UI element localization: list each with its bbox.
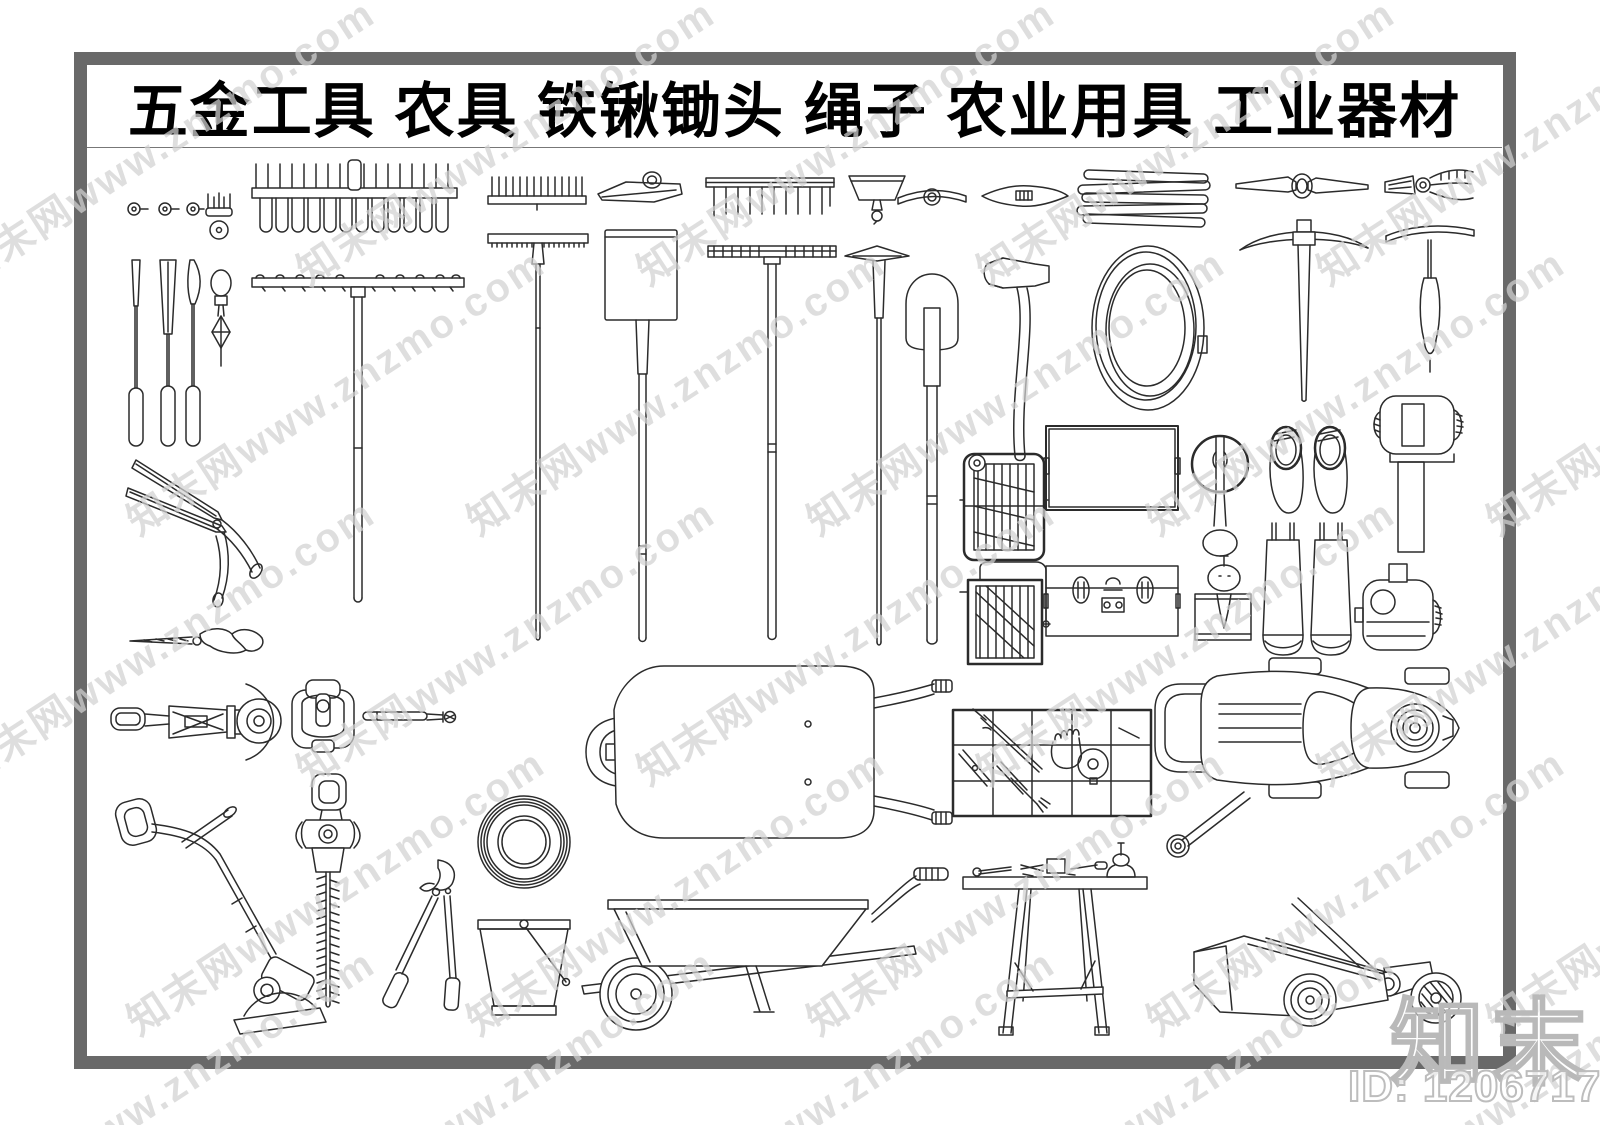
- sheet-frame: [74, 52, 1516, 1069]
- rod-bundle-icon: [1076, 169, 1211, 228]
- title-divider: [87, 147, 1502, 148]
- hose-reel-a-icon: [959, 452, 1049, 562]
- dustpan-hoe-head-icon: [848, 175, 906, 225]
- flat-spade-icon: [604, 229, 678, 643]
- title-band: 五金工具 农具 铁锹锄头 绳子 农业用具 工业器材: [87, 65, 1502, 147]
- riding-mower-top-icon: [1154, 657, 1460, 799]
- hedge-shears-icon: [125, 459, 263, 608]
- storage-box-top-icon: [1043, 425, 1181, 511]
- fastener-screws-icon: [127, 202, 205, 216]
- rope-coil-icon: [1091, 245, 1208, 411]
- chisel-set-icon: [128, 259, 201, 447]
- page-title: 五金工具 农具 铁锹锄头 绳子 农业用具 工业器材: [127, 77, 1462, 145]
- pick-hoe-icon: [844, 245, 910, 646]
- pegboard-tools-icon: [951, 708, 1153, 818]
- bucket-icon: [477, 919, 571, 1016]
- awl-icon: [210, 269, 232, 367]
- geologist-chisel-icon: [1385, 225, 1475, 373]
- string-trimmer-icon: [114, 798, 327, 1035]
- comb-rake-head-icon: [487, 176, 587, 211]
- sledge-top-icon: [1190, 434, 1250, 557]
- tine-rake-head-icon: [705, 177, 835, 217]
- rubber-boots-icon: [1262, 522, 1352, 656]
- double-row-rake-head-icon: [251, 159, 458, 233]
- mattock-head-icon: [1235, 173, 1369, 199]
- ring-hoe-head-icon: [897, 188, 967, 206]
- work-table-icon: [962, 842, 1148, 1036]
- power-sander-icon: [1373, 395, 1464, 553]
- lawn-rake-icon: [487, 233, 589, 641]
- sprayer-jug-icon: [1194, 555, 1252, 641]
- lopper-icon: [382, 859, 461, 1011]
- scarifier-rake-icon: [251, 274, 465, 603]
- axe-icon: [983, 257, 1050, 462]
- asset-id-label: ID: 1206717321: [1347, 1061, 1600, 1112]
- claw-weeder-icon: [1384, 169, 1474, 201]
- hose-reel-b-icon: [959, 561, 1051, 666]
- floor-jack-icon: [1166, 791, 1462, 1027]
- t-bar-rake-icon: [707, 245, 837, 641]
- znzmo-logo: 知末: [1389, 990, 1595, 1098]
- trimmer-motor-icon: [291, 679, 355, 753]
- wheelbarrow-top-icon: [585, 665, 953, 839]
- hoe-blade-icon: [597, 171, 683, 203]
- ball-tool-icon: [362, 710, 457, 724]
- spear-blade-icon: [981, 184, 1069, 208]
- wheelbarrow-side-icon: [581, 867, 949, 1031]
- shoes-icon: [1269, 425, 1348, 514]
- hose-coil-icon: [477, 795, 571, 889]
- hedge-trimmer-icon: [295, 773, 361, 1008]
- hand-awl-icon: [129, 628, 264, 654]
- trimmer-head-icon: [110, 683, 282, 761]
- tool-trunk-icon: [1043, 565, 1181, 637]
- hand-brush-icon: [205, 192, 233, 240]
- shovel-icon: [905, 273, 959, 645]
- pickaxe-icon: [1239, 219, 1369, 402]
- motor-pump-icon: [1354, 563, 1443, 651]
